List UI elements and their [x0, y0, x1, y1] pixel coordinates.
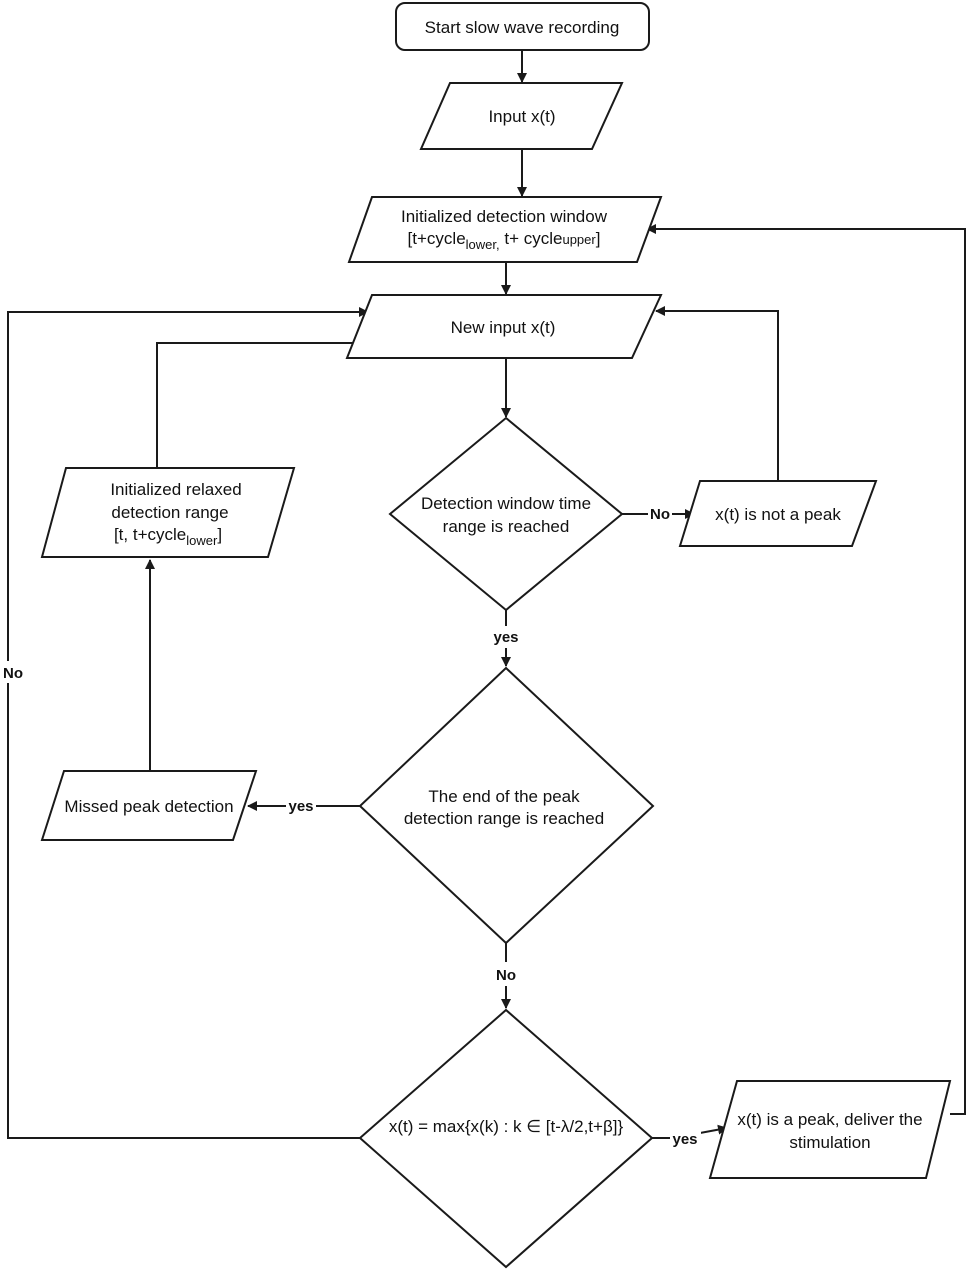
decision2-line1: The end of the peak: [428, 787, 580, 806]
relaxed-node: Initialized relaxed detection range [t, …: [40, 467, 296, 558]
init-window-line2-c: ]: [596, 229, 601, 248]
decision1-line2: range is reached: [443, 517, 570, 536]
decision2-diamond: [358, 666, 655, 945]
edge-label-bg: [491, 626, 522, 647]
decision1-node: Detection window time range is reached: [388, 416, 624, 612]
edge-notpeak-newinput: [655, 306, 779, 480]
decision3-diamond: [358, 1008, 654, 1269]
new-input-node: New input x(t): [345, 294, 663, 359]
relaxed-sub: lower: [186, 533, 218, 548]
init-window-line2: [t+cyclelower, t+ cycleupper]: [408, 229, 601, 252]
edges: [7, 51, 966, 1139]
edge-label-d1-yes: yes: [493, 629, 518, 646]
edge-label-bg: [670, 1128, 701, 1149]
new-input-parallelogram: [345, 294, 663, 359]
init-window-line2-b: t+ cycle: [500, 229, 563, 248]
init-window-sub1: lower,: [466, 237, 500, 252]
edge-label-bg: [648, 503, 672, 524]
missed-label: Missed peak detection: [64, 797, 233, 816]
start-terminator: [395, 2, 650, 51]
edge-label-bg: [0, 661, 26, 683]
edge-decision3-no: [7, 307, 369, 1139]
edge-label-bg: [493, 963, 519, 984]
new-input-label: New input x(t): [451, 318, 556, 337]
edge-label-d2-yes: yes: [288, 798, 313, 815]
init-window-parallelogram: [347, 196, 663, 263]
relaxed-line3: [t, t+cyclelower]: [114, 525, 222, 548]
edge-peak-window: [646, 224, 966, 1115]
decision1-diamond: [388, 416, 624, 612]
missed-node: Missed peak detection: [40, 770, 258, 841]
peak-parallelogram: [708, 1080, 952, 1179]
not-peak-node: x(t) is not a peak: [678, 480, 878, 547]
decision2-node: The end of the peak detection range is r…: [358, 666, 655, 945]
not-peak-label: x(t) is not a peak: [715, 505, 841, 524]
input-parallelogram: [419, 82, 624, 150]
peak-line2: stimulation: [789, 1133, 870, 1152]
init-window-sub2: upper: [562, 232, 596, 247]
init-window-node: Initialized detection window [t+cyclelow…: [347, 196, 663, 263]
edge-label-d1-no: No: [650, 506, 670, 523]
edge-label-bg: [286, 795, 316, 816]
init-window-line2-a: [t+cycle: [408, 229, 466, 248]
input-label: Input x(t): [488, 107, 555, 126]
relaxed-line1: Initialized relaxed: [110, 480, 241, 499]
edge-label-d3-no: No: [3, 665, 23, 682]
edge-label-d2-no: No: [496, 967, 516, 984]
edge-decision3-yes: [699, 1124, 728, 1135]
decision3-label: x(t) = max{x(k) : k ∈ [t-λ/2,t+β]}: [389, 1117, 624, 1136]
edge-relaxed-newinput: [156, 338, 367, 468]
init-window-line1: Initialized detection window: [401, 207, 608, 226]
edge-label-d3-yes: yes: [672, 1131, 697, 1148]
start-label: Start slow wave recording: [425, 18, 620, 37]
peak-node: x(t) is a peak, deliver the stimulation: [708, 1080, 952, 1179]
missed-parallelogram: [40, 770, 258, 841]
start-node: Start slow wave recording: [395, 2, 650, 51]
decision2-line2: detection range is reached: [404, 809, 604, 828]
relaxed-parallelogram: [40, 467, 296, 558]
input-node: Input x(t): [419, 82, 624, 150]
decision1-line1: Detection window time: [421, 494, 591, 513]
peak-line1: x(t) is a peak, deliver the: [737, 1110, 922, 1129]
relaxed-line2: detection range: [111, 503, 228, 522]
edge-labels: No yes yes No yes No: [0, 503, 701, 1149]
relaxed-line3-b: ]: [217, 525, 222, 544]
not-peak-parallelogram: [678, 480, 878, 547]
decision3-node: x(t) = max{x(k) : k ∈ [t-λ/2,t+β]}: [358, 1008, 654, 1269]
relaxed-line3-a: [t, t+cycle: [114, 525, 186, 544]
